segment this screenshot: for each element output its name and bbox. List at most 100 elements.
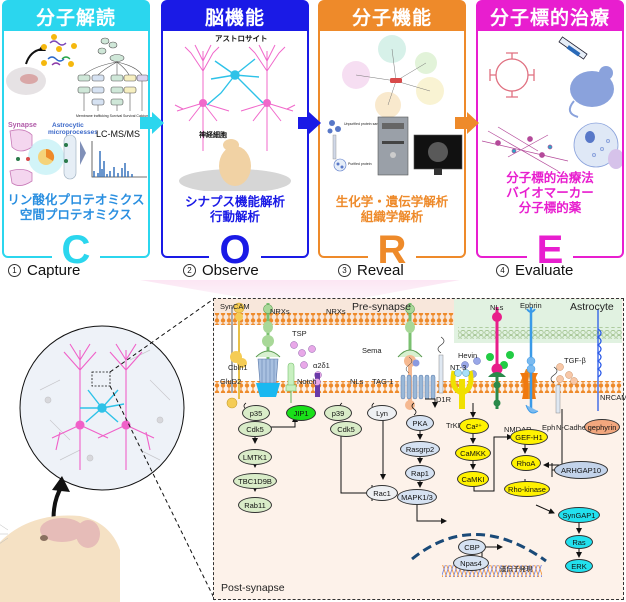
reveal-illustration: Unpurified protein sample Purified prote… (327, 35, 463, 176)
network-icon (342, 35, 444, 118)
node-tbc1d9b: TBC1D9B (233, 473, 277, 489)
node-cbp: CBP (458, 539, 486, 555)
label-ncadherin: N-Cadherin (556, 423, 595, 432)
node-rap1: Rap1 (405, 465, 435, 481)
arrow-right-icon (467, 112, 479, 134)
cell-icon (573, 122, 622, 169)
node-calcium: Ca²⁺ (459, 418, 489, 434)
ephrin-icon (525, 307, 539, 414)
step-number: 1 (8, 264, 21, 277)
astro-label-2: microprocesses (48, 129, 98, 136)
d1r-receptor-icon (400, 356, 436, 400)
label-trkr: TrKR (446, 421, 464, 430)
node-cdk5: Cdk5 (238, 421, 272, 437)
panel-reveal-desc: 生化学・遺伝学解析 組織学解析 (320, 194, 464, 224)
chevron-right-icon (80, 141, 86, 165)
astrocyte-label: Astrocyte (570, 301, 614, 313)
tgfb-icon (556, 363, 578, 385)
node-lyn: Lyn (367, 405, 397, 421)
node-rhoa: RhoA (511, 455, 541, 471)
mouse-icon (568, 66, 614, 118)
lcms-label: LC-MS/MS (96, 129, 140, 139)
pre-membrane (214, 313, 454, 325)
step-observe: 2 Observe (183, 262, 259, 279)
step-number: 2 (183, 264, 196, 277)
label-tsp: TSP (292, 329, 307, 338)
pre-synapse-label: Pre-synapse (352, 301, 411, 313)
label-nrxs: NRXs (326, 307, 346, 316)
node-syngap1: SynGAP1 (558, 507, 600, 523)
desc-line: 分子標的治療法 (506, 170, 594, 185)
desc-line: 生化学・遺伝学解析 (335, 194, 449, 209)
label-sema: Sema (362, 346, 382, 355)
computer-icon (377, 116, 463, 176)
letter-r: R (320, 230, 464, 270)
a2d1-icon (313, 373, 321, 397)
step-reveal: 3 Reveal (338, 262, 404, 279)
step-label: Evaluate (515, 262, 574, 279)
label-nt3: NT-3 (450, 363, 467, 372)
step-label: Capture (27, 262, 81, 279)
purified-label: Purified protein (348, 162, 372, 166)
step-number: 3 (338, 264, 351, 277)
astro-membrane (458, 327, 622, 339)
notch-icon (285, 362, 297, 403)
arrow-right-icon (309, 112, 321, 134)
panel-observe: 脳機能 アストロサイト 神経細胞 シナプス機能解析 行動解析 O (161, 0, 309, 270)
step-number: 4 (496, 264, 509, 277)
node-lmtk1: LMTK1 (238, 449, 272, 465)
molecule-icon (489, 52, 535, 98)
node-erk: ERK (565, 559, 593, 573)
synapse-icon (9, 129, 33, 152)
node-gef-h1: GEF-H1 (510, 429, 548, 445)
label-d1r: D1R (436, 395, 452, 404)
neuron-label: 神経細胞 (199, 130, 227, 139)
spectrum-icon (91, 141, 147, 178)
label-syncam: SynCAM (220, 302, 250, 311)
desc-line: リン酸化プロテオミクス (7, 192, 145, 207)
unpurified-label: Unpurified protein sample (344, 122, 384, 126)
panel-evaluate-title: 分子標的治療 (478, 2, 622, 31)
zoom-box (91, 371, 111, 387)
capture-illustration: Membrane trafficking Survival Survival C… (6, 34, 148, 186)
letter-c: C (4, 230, 148, 270)
panel-observe-desc: シナプス機能解析 行動解析 (163, 194, 307, 224)
label-nrcam: NRCAM (600, 393, 626, 402)
node-cdk5: Cdk5 (330, 421, 362, 437)
protein-purification-icon: Unpurified protein sample Purified prote… (327, 120, 384, 172)
panel-evaluate: 分子標的治療 分子標的治療法 (476, 0, 624, 270)
label-hevin: Hevin (458, 351, 478, 360)
node-p35: p35 (242, 405, 270, 421)
funnel-shape (140, 280, 460, 306)
label-tgfb: TGF-β (564, 356, 586, 365)
mouse-behavior-icon (179, 139, 291, 191)
desc-line: バイオマーカー (506, 185, 594, 200)
label-eph: Eph (542, 423, 556, 432)
panel-capture-desc: リン酸化プロテオミクス 空間プロテオミクス (4, 192, 148, 222)
signaling-tree-icon (77, 37, 148, 111)
mouse-icon (0, 515, 120, 602)
label-cbln1: Cbln1 (228, 363, 248, 372)
desc-line: 行動解析 (209, 209, 260, 224)
label-notch: Notch (297, 377, 317, 386)
neuron-icon (51, 343, 155, 470)
neuron-icon (174, 44, 296, 151)
synapse-label: Synapse (8, 122, 37, 129)
arrow-right-icon (152, 112, 164, 134)
astro-label-1: Astrocytic (52, 122, 84, 129)
node-rab11: Rab11 (238, 497, 272, 513)
astrocyte-icon (206, 58, 264, 106)
ncadherin-icon (550, 366, 561, 414)
pathway-graphics (214, 299, 622, 577)
node-npas4: Npas4 (453, 555, 489, 571)
neuron-network-icon (481, 126, 569, 171)
post-synapse-label: Post-synapse (221, 582, 285, 594)
node-rho-kinase: Rho-kinase (504, 481, 550, 497)
node-pka: PKA (406, 415, 434, 431)
letter-e: E (478, 230, 622, 270)
synapse-pathway-diagram: Pre-synapse Astrocyte Post-synapse SynCA… (213, 298, 626, 600)
panel-reveal: 分子機能 Unpurified protein sample Purified … (318, 0, 466, 270)
panel-capture-title: 分子解読 (4, 2, 148, 31)
label-ephrin: Ephrin (520, 301, 542, 310)
trkr-receptor-icon (450, 369, 474, 409)
